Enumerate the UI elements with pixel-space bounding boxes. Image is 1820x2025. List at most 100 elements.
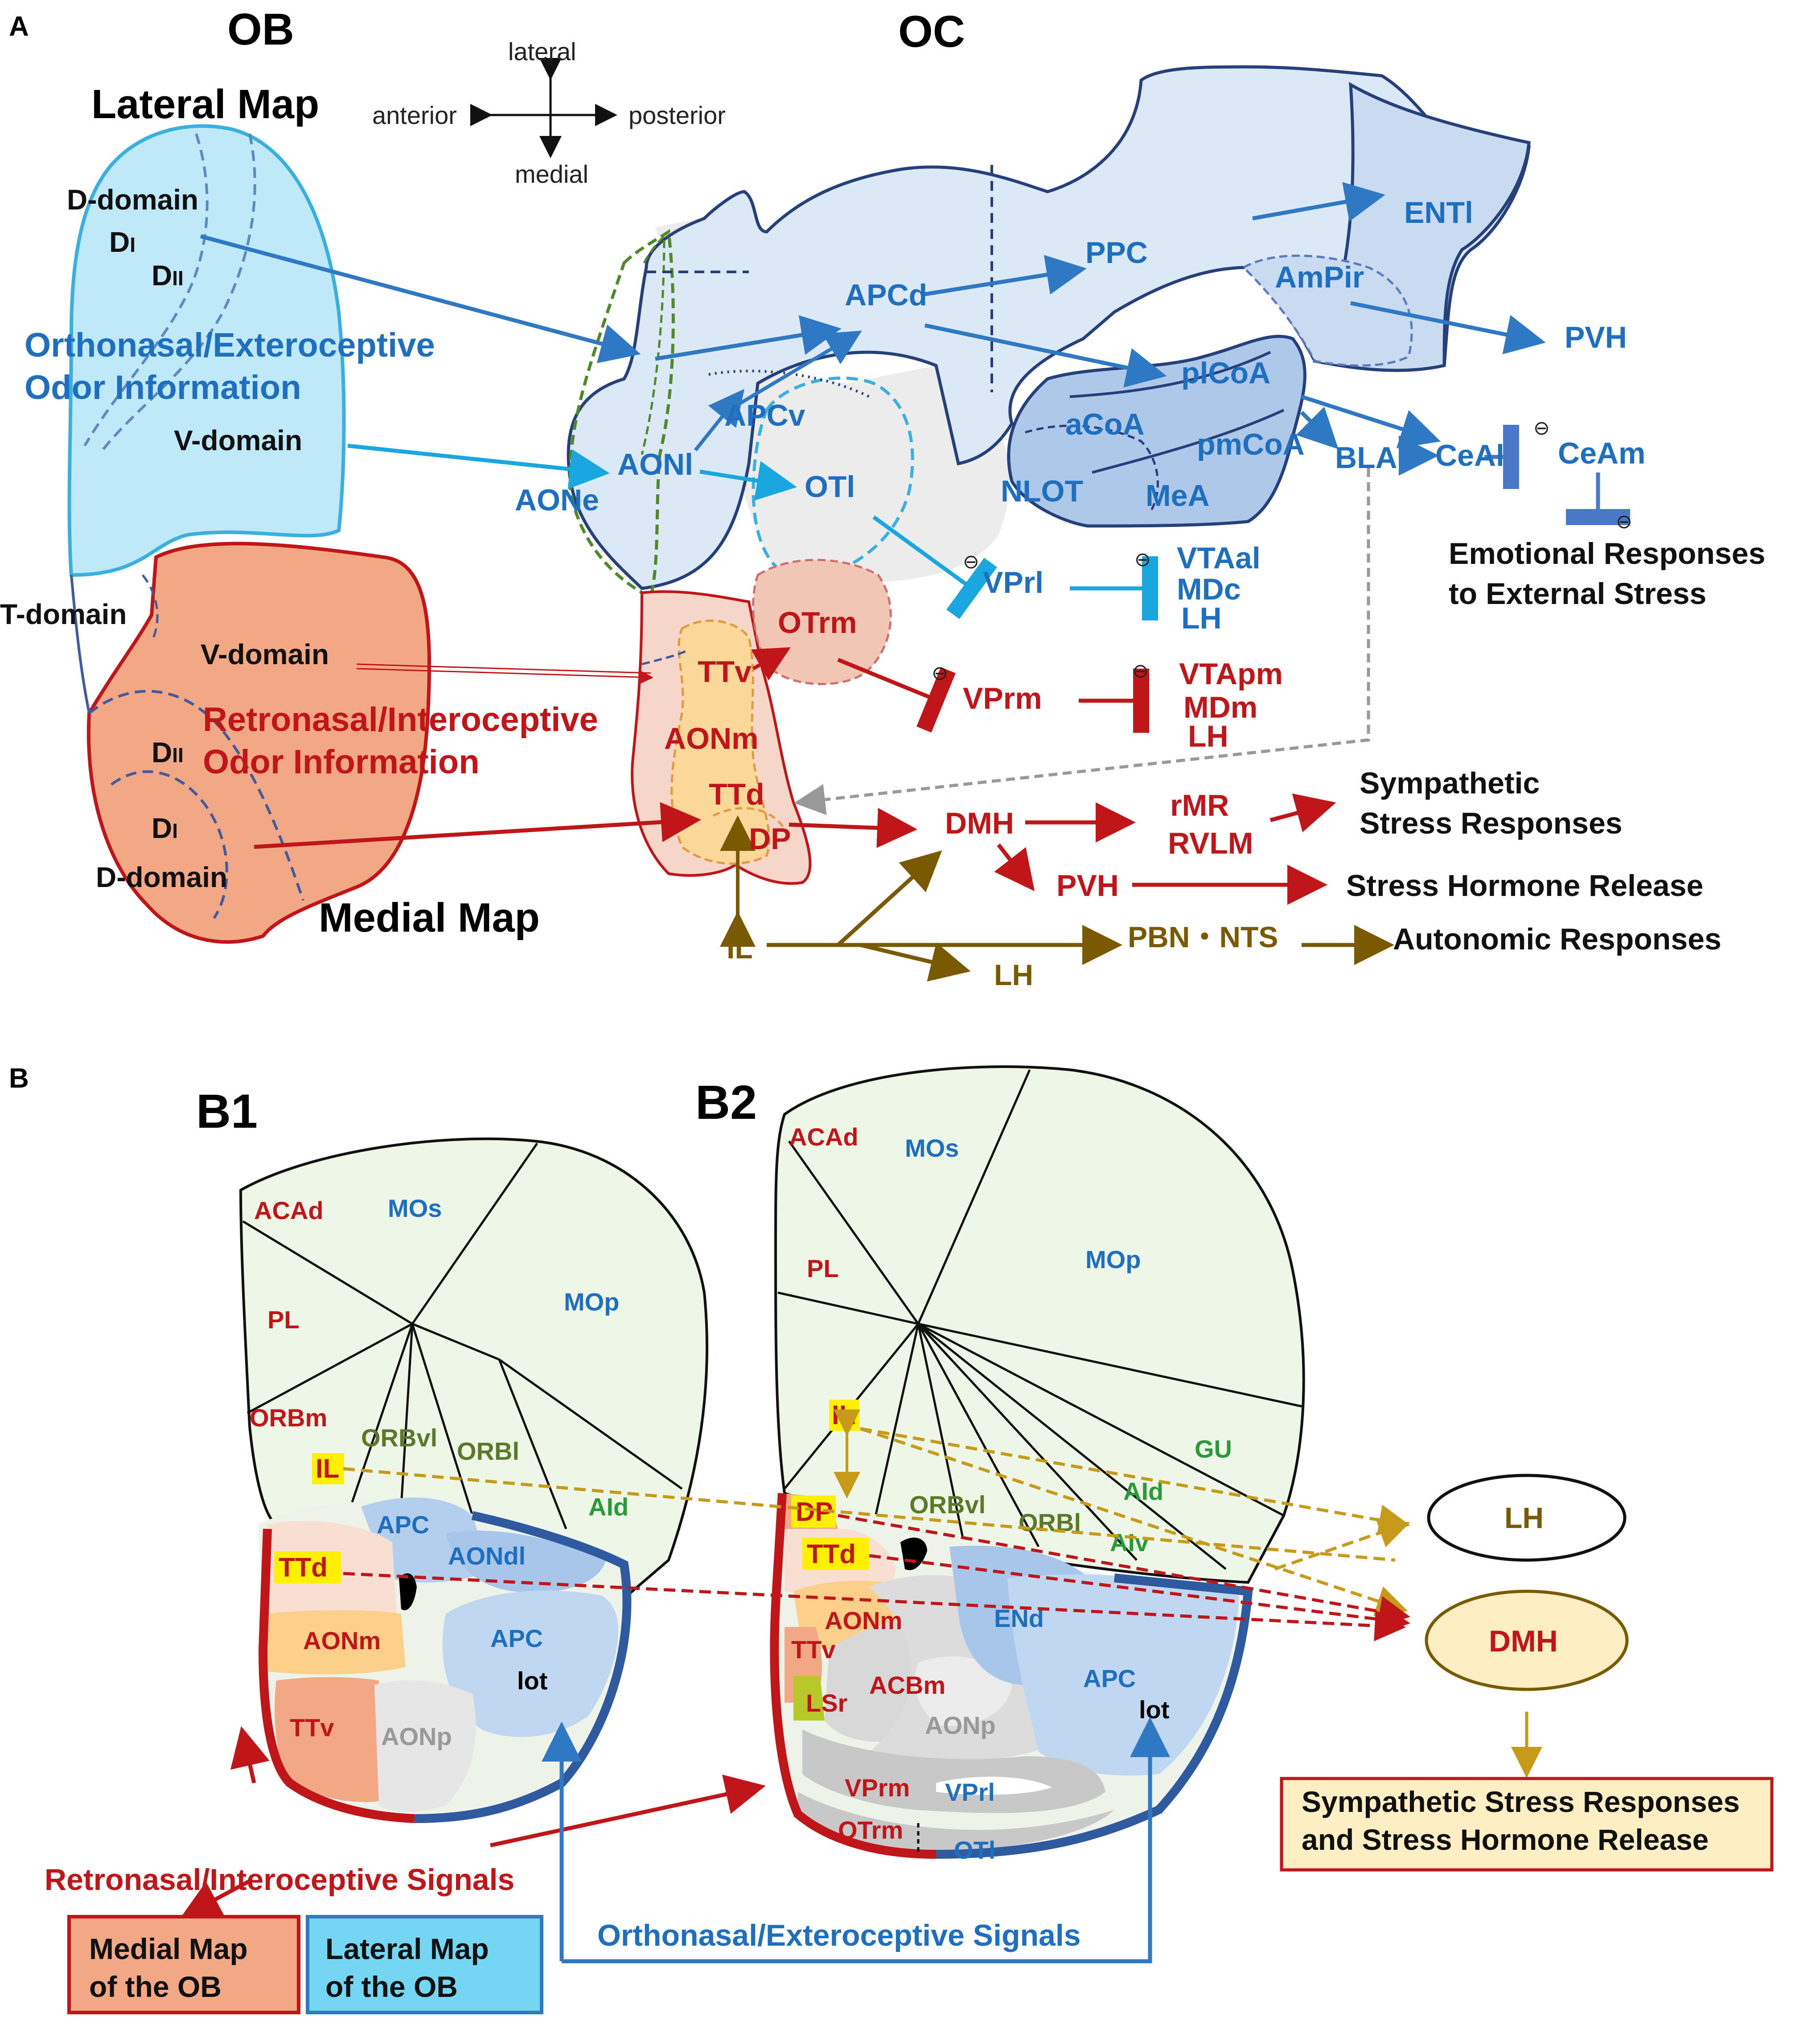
b2-label-end: ENd (994, 1604, 1044, 1632)
label-ppc: PPC (1085, 236, 1148, 270)
minus-ceam-output: ⊖ (1616, 511, 1632, 533)
b1-ttd-highlight (274, 1551, 341, 1583)
b1-label-aonm: AONm (303, 1627, 381, 1655)
response-sympathetic-1: Sympathetic (1360, 766, 1540, 800)
b2-line-5 (918, 1323, 1302, 1408)
b2-label-mos: MOs (905, 1134, 959, 1162)
ob-v-domain-lateral: V-domain (174, 424, 302, 456)
arrow-bla-to-ttd-dashed (794, 468, 1370, 815)
b1-title: B1 (196, 1084, 258, 1138)
b1-section: ACAd MOs PL MOp ORBm ORBvl ORBl IL AId A… (239, 1137, 709, 1823)
b1-label-ttv: TTv (290, 1713, 334, 1742)
panel-a-connections (200, 182, 1630, 982)
b1-aonm-region (267, 1610, 406, 1675)
ob-lateral-map-region (67, 124, 346, 577)
b2-line-1 (788, 1140, 920, 1325)
label-ceal: CeAl (1435, 439, 1504, 472)
b2-line-10 (917, 1323, 964, 1538)
ob-d2-medial: DII (152, 736, 184, 768)
arrow-aonl-to-apcv (694, 389, 744, 452)
b2-radial-lines (777, 1069, 1302, 1570)
oc-aonm-dashed (641, 649, 687, 665)
oc-amygdala-solid-1 (1069, 351, 1271, 398)
ob-d2-lateral: DII (152, 259, 184, 292)
label-lh2: LH (1188, 719, 1228, 753)
olfactory-bulb (67, 124, 431, 944)
b2-apc-region (1007, 1574, 1239, 1776)
b1-label-aondl: AONdl (448, 1542, 526, 1570)
olfactory-cortex (567, 65, 1531, 885)
b2-label-apc: APC (1083, 1664, 1136, 1692)
label-vtapm: VTApm (1179, 657, 1283, 691)
label-il: IL (727, 932, 753, 965)
b1-line-5 (400, 1323, 414, 1507)
target-lh-label: LH (1504, 1501, 1544, 1534)
b1-label-ttd: TTd (279, 1553, 328, 1582)
double-line-vdomain-a (356, 663, 651, 674)
oc-amygdala-solid-2 (1092, 409, 1285, 474)
b2-line-8 (917, 1323, 1138, 1561)
ob-medial-dashed-2 (111, 770, 228, 919)
label-apcd: APCd (845, 278, 927, 312)
legend-medial-line-1: Medial Map (89, 1932, 248, 1965)
b1-il-projection (343, 1467, 1396, 1562)
oc-amygdala-block (1007, 335, 1306, 528)
b2-ttd-to-dmh (869, 1554, 1410, 1635)
label-rmr: rMR (1170, 789, 1229, 822)
label-mdm: MDm (1183, 690, 1257, 724)
b1-il-highlight (312, 1453, 344, 1484)
arrow-ppc-to-entl (1252, 182, 1385, 222)
b2-label-aid: AId (1123, 1477, 1163, 1505)
arrow-ampir-to-pvh (1350, 301, 1546, 354)
label-lh3: LH (994, 958, 1033, 991)
oc-aon-green-dashed (568, 229, 675, 600)
b1-label-acad: ACAd (254, 1196, 324, 1224)
b2-vp-inner (936, 1777, 1052, 1795)
b2-ot-region (798, 1792, 1114, 1852)
b1-radial-lines (242, 1142, 683, 1529)
panel-b-letter: B (9, 1063, 29, 1094)
legend-medial-line-2: of the OB (89, 1970, 222, 2003)
response-hormone: Stress Hormone Release (1346, 869, 1703, 903)
label-lh1: LH (1181, 601, 1222, 635)
b1-black-ventricle (399, 1573, 417, 1610)
arrow-d-domain-to-ttd (254, 802, 701, 849)
b-il-lh-merge (1274, 1518, 1410, 1571)
b1-label-pl: PL (267, 1306, 300, 1334)
b1-label-lot: lot (517, 1667, 547, 1695)
arrow-plcoa-to-ceal (1301, 394, 1441, 448)
b2-label-orbl: ORBl (1019, 1508, 1081, 1536)
medial-map-title: Medial Map (319, 895, 540, 941)
b1-label-aid: AId (588, 1493, 629, 1521)
b1-line-2 (411, 1142, 538, 1325)
retro-info-line-2: Odor Information (203, 743, 480, 781)
target-lh-ellipse (1427, 1474, 1627, 1562)
b2-ttd-highlight (802, 1538, 869, 1570)
b2-label-acad: ACAd (789, 1123, 859, 1151)
ob-d1-lateral: DI (109, 226, 136, 258)
arrow-aon-to-apcd (655, 315, 842, 361)
ob-d1-medial: DI (152, 812, 178, 844)
b1-label-mop: MOp (564, 1288, 619, 1316)
label-pvh: PVH (1056, 869, 1119, 903)
b2-section: ACAd MOs PL MOp IL GU DP TTd ORBvl ORBl … (770, 1065, 1305, 1864)
label-rvlm: RVLM (1168, 826, 1253, 860)
label-dmh: DMH (945, 806, 1014, 840)
b1-label-mos: MOs (388, 1194, 442, 1222)
arrow-dmh-to-pvh (994, 843, 1035, 891)
label-pvh-top: PVH (1565, 320, 1627, 354)
arrow-il-to-lh (859, 942, 971, 982)
b2-label-otl: OTl (954, 1836, 995, 1864)
minus-vprm: ⊖ (932, 662, 948, 684)
oc-amygdala-dashed-1 (1025, 424, 1159, 513)
retro-signals-label: Retronasal/Interoceptive Signals (45, 1863, 514, 1897)
label-pbn-nts: PBN・NTS (1128, 920, 1278, 953)
b1-label-il: IL (316, 1454, 339, 1483)
label-ttd: TTd (709, 777, 764, 811)
inhibit-otrm-to-vprm (837, 657, 956, 733)
ob-t-domain-line (142, 574, 159, 643)
panel-b: B B1 B2 (9, 1063, 1774, 2014)
lateral-map-title: Lateral Map (91, 82, 319, 127)
b1-line-7 (412, 1323, 500, 1361)
